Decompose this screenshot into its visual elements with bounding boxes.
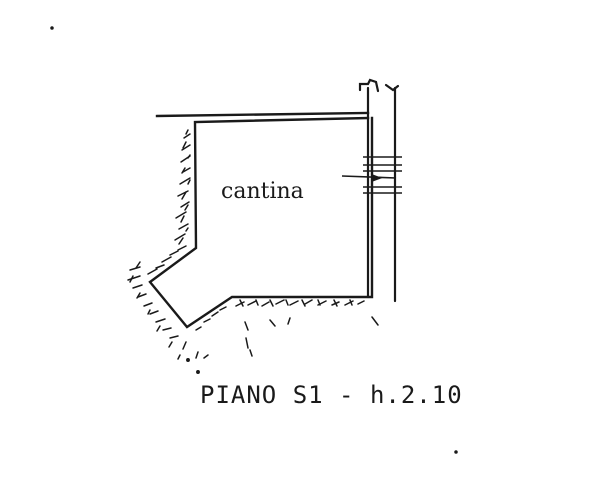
window-symbol <box>341 156 402 194</box>
room-outline <box>148 111 374 329</box>
floor-level-caption: PIANO S1 - h.2.10 <box>200 381 463 409</box>
earth-hatching <box>50 26 458 454</box>
room-label: cantina <box>221 179 304 204</box>
